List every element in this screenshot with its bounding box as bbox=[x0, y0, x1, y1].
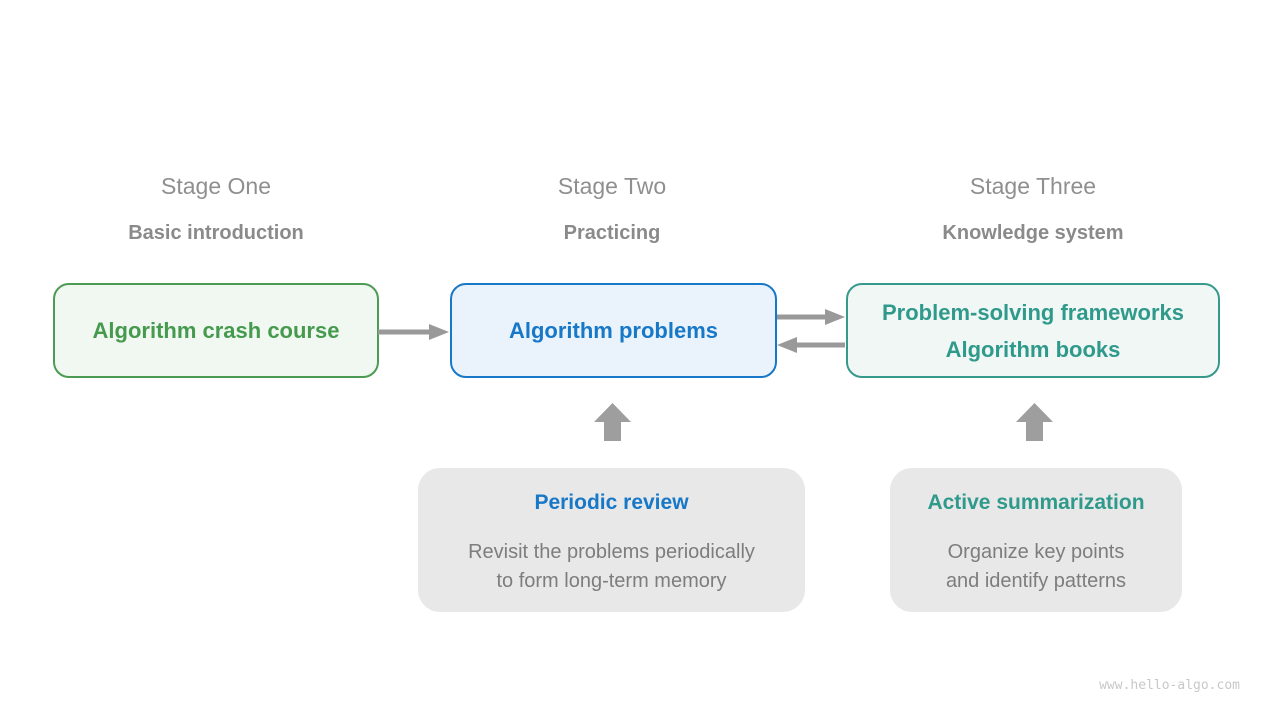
knowledge-system-box: Problem-solving frameworks Algorithm boo… bbox=[846, 283, 1220, 378]
arrow-up-icon bbox=[1016, 403, 1053, 441]
algorithm-books-label: Algorithm books bbox=[945, 336, 1121, 362]
active-summarization-line-2: and identify patterns bbox=[945, 570, 1127, 592]
stage-one-subtitle: Basic introduction bbox=[128, 222, 304, 244]
algorithm-problems-box: Algorithm problems bbox=[450, 283, 777, 378]
active-summarization-title: Active summarization bbox=[927, 491, 1145, 514]
periodic-review-note: Periodic review Revisit the problems per… bbox=[418, 468, 805, 612]
problem-solving-frameworks-label: Problem-solving frameworks bbox=[882, 299, 1184, 325]
active-summarization-line-1: Organize key points bbox=[947, 541, 1125, 563]
algorithm-crash-course-label: Algorithm crash course bbox=[92, 318, 340, 343]
stage-three-title: Stage Three bbox=[969, 173, 1097, 199]
arrow-right-icon bbox=[378, 324, 449, 340]
stage-one-title: Stage One bbox=[161, 173, 271, 199]
periodic-review-title: Periodic review bbox=[534, 491, 689, 514]
arrow-right-left-icon bbox=[777, 309, 845, 353]
active-summarization-note: Active summarization Organize key points… bbox=[890, 468, 1182, 612]
algorithm-crash-course-box: Algorithm crash course bbox=[53, 283, 379, 378]
stage-two-title: Stage Two bbox=[557, 173, 667, 199]
periodic-review-line-2: to form long-term memory bbox=[496, 570, 727, 592]
arrow-up-icon bbox=[594, 403, 631, 441]
stage-two-subtitle: Practicing bbox=[563, 222, 661, 244]
watermark: www.hello-algo.com bbox=[1099, 678, 1240, 693]
algorithm-problems-label: Algorithm problems bbox=[508, 318, 718, 343]
periodic-review-line-1: Revisit the problems periodically bbox=[468, 541, 755, 563]
stage-three-subtitle: Knowledge system bbox=[942, 222, 1124, 244]
